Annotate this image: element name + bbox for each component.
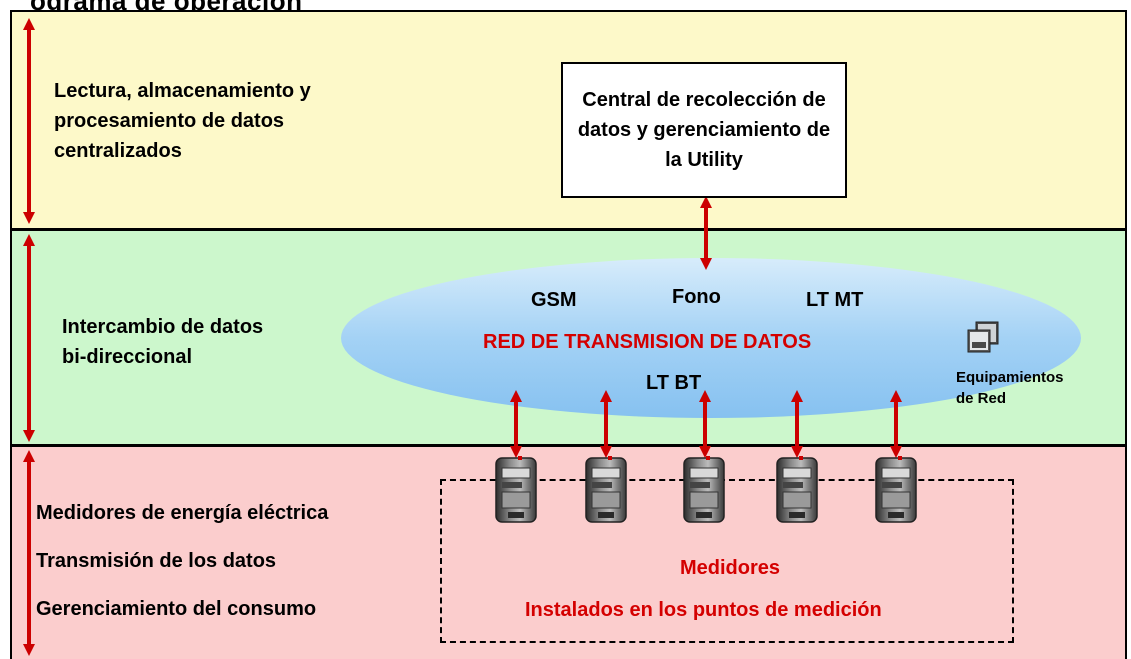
meters-title: Medidores: [680, 557, 781, 579]
top-band-label-line-1: Lectura, almacenamiento y: [54, 80, 311, 102]
channel-lt-bt: LT BT: [646, 372, 702, 394]
meter-icon: [682, 456, 726, 523]
top-band-label-line-3: centralizados: [54, 140, 182, 162]
top-band-label-line-2: procesamiento de datos: [54, 110, 285, 132]
central-box-label: Central de recolección de datos y gerenc…: [577, 89, 831, 171]
top-band-label: Lectura, almacenamiento y procesamiento …: [54, 76, 311, 166]
channel-gsm: GSM: [531, 289, 577, 311]
bottom-band-label-line-2: Transmisión de los datos: [36, 550, 277, 572]
channel-lt-mt: LT MT: [806, 289, 864, 311]
meters-subtitle: Instalados en los puntos de medición: [525, 599, 882, 621]
network-name: RED DE TRANSMISION DE DATOS: [483, 331, 812, 353]
central-data-collection-box: Central de recolección de datos y gerenc…: [561, 62, 847, 198]
meter-icon: [494, 456, 538, 523]
network-ellipse: [341, 258, 1081, 418]
channel-fono: Fono: [672, 286, 721, 308]
separator-top: [10, 228, 1127, 231]
meter-icon: [775, 456, 819, 523]
band-metering: [10, 447, 1127, 659]
mid-band-label: Intercambio de datos bi-direccional: [62, 312, 263, 372]
meters-group-box: [440, 479, 1014, 643]
bottom-band-label-line-3: Gerenciamiento del consumo: [36, 598, 317, 620]
network-equipment-icon: [967, 321, 999, 353]
mid-band-label-line-2: bi-direccional: [62, 346, 193, 368]
separator-bottom: [10, 444, 1127, 447]
network-equipment-label: Equipamientos de Red: [956, 367, 1064, 409]
meter-icon: [584, 456, 628, 523]
mid-band-label-line-1: Intercambio de datos: [62, 316, 264, 338]
bottom-band-label: Medidores de energía eléctrica Transmisi…: [36, 489, 328, 633]
bottom-band-label-line-1: Medidores de energía eléctrica: [36, 502, 329, 524]
network-equipment-label-line-1: Equipamientos: [956, 369, 1064, 386]
network-equipment-label-line-2: de Red: [956, 390, 1007, 407]
meter-icon: [874, 456, 918, 523]
